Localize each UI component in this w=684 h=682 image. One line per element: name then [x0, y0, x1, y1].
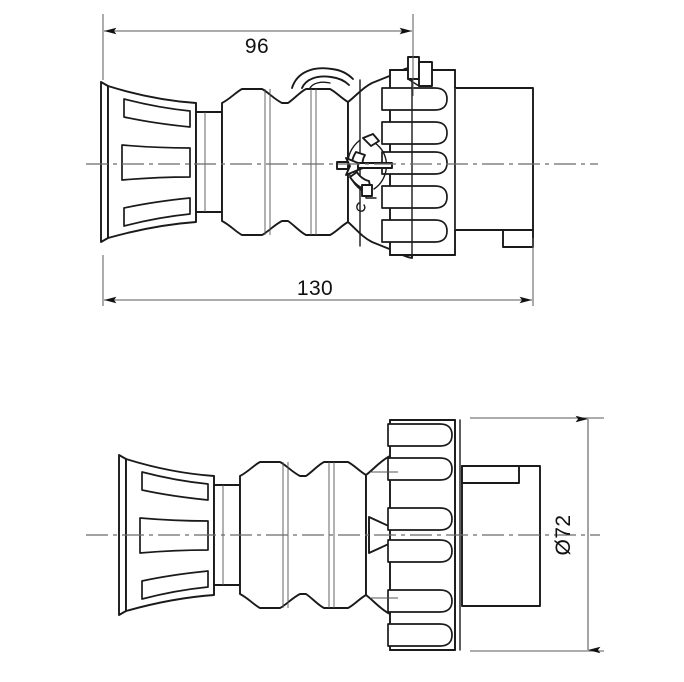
grip-sleeve [221, 88, 349, 236]
socket-body [454, 87, 534, 248]
rotated-side-view [86, 419, 600, 651]
flange-rib-plate [381, 66, 456, 259]
side-elevation-view [86, 56, 598, 259]
dimension-130: 130 [102, 238, 534, 306]
flange-leader-lines [370, 471, 398, 599]
socket-body-2 [461, 465, 541, 607]
cable-gland-collar-2 [118, 454, 215, 616]
dimension-96-label: 96 [245, 35, 269, 58]
cable-gland-collar [100, 81, 197, 243]
dimension-diameter-72: Ø72 [470, 415, 604, 654]
bayonet-latch-detail [336, 133, 393, 212]
hanger-loop [291, 67, 354, 89]
dimension-72-label: Ø72 [552, 515, 575, 556]
dimension-130-label: 130 [297, 277, 333, 300]
gland-neck [195, 111, 223, 213]
dimension-96: 96 [102, 14, 414, 96]
upper-latch-tab [407, 56, 433, 87]
